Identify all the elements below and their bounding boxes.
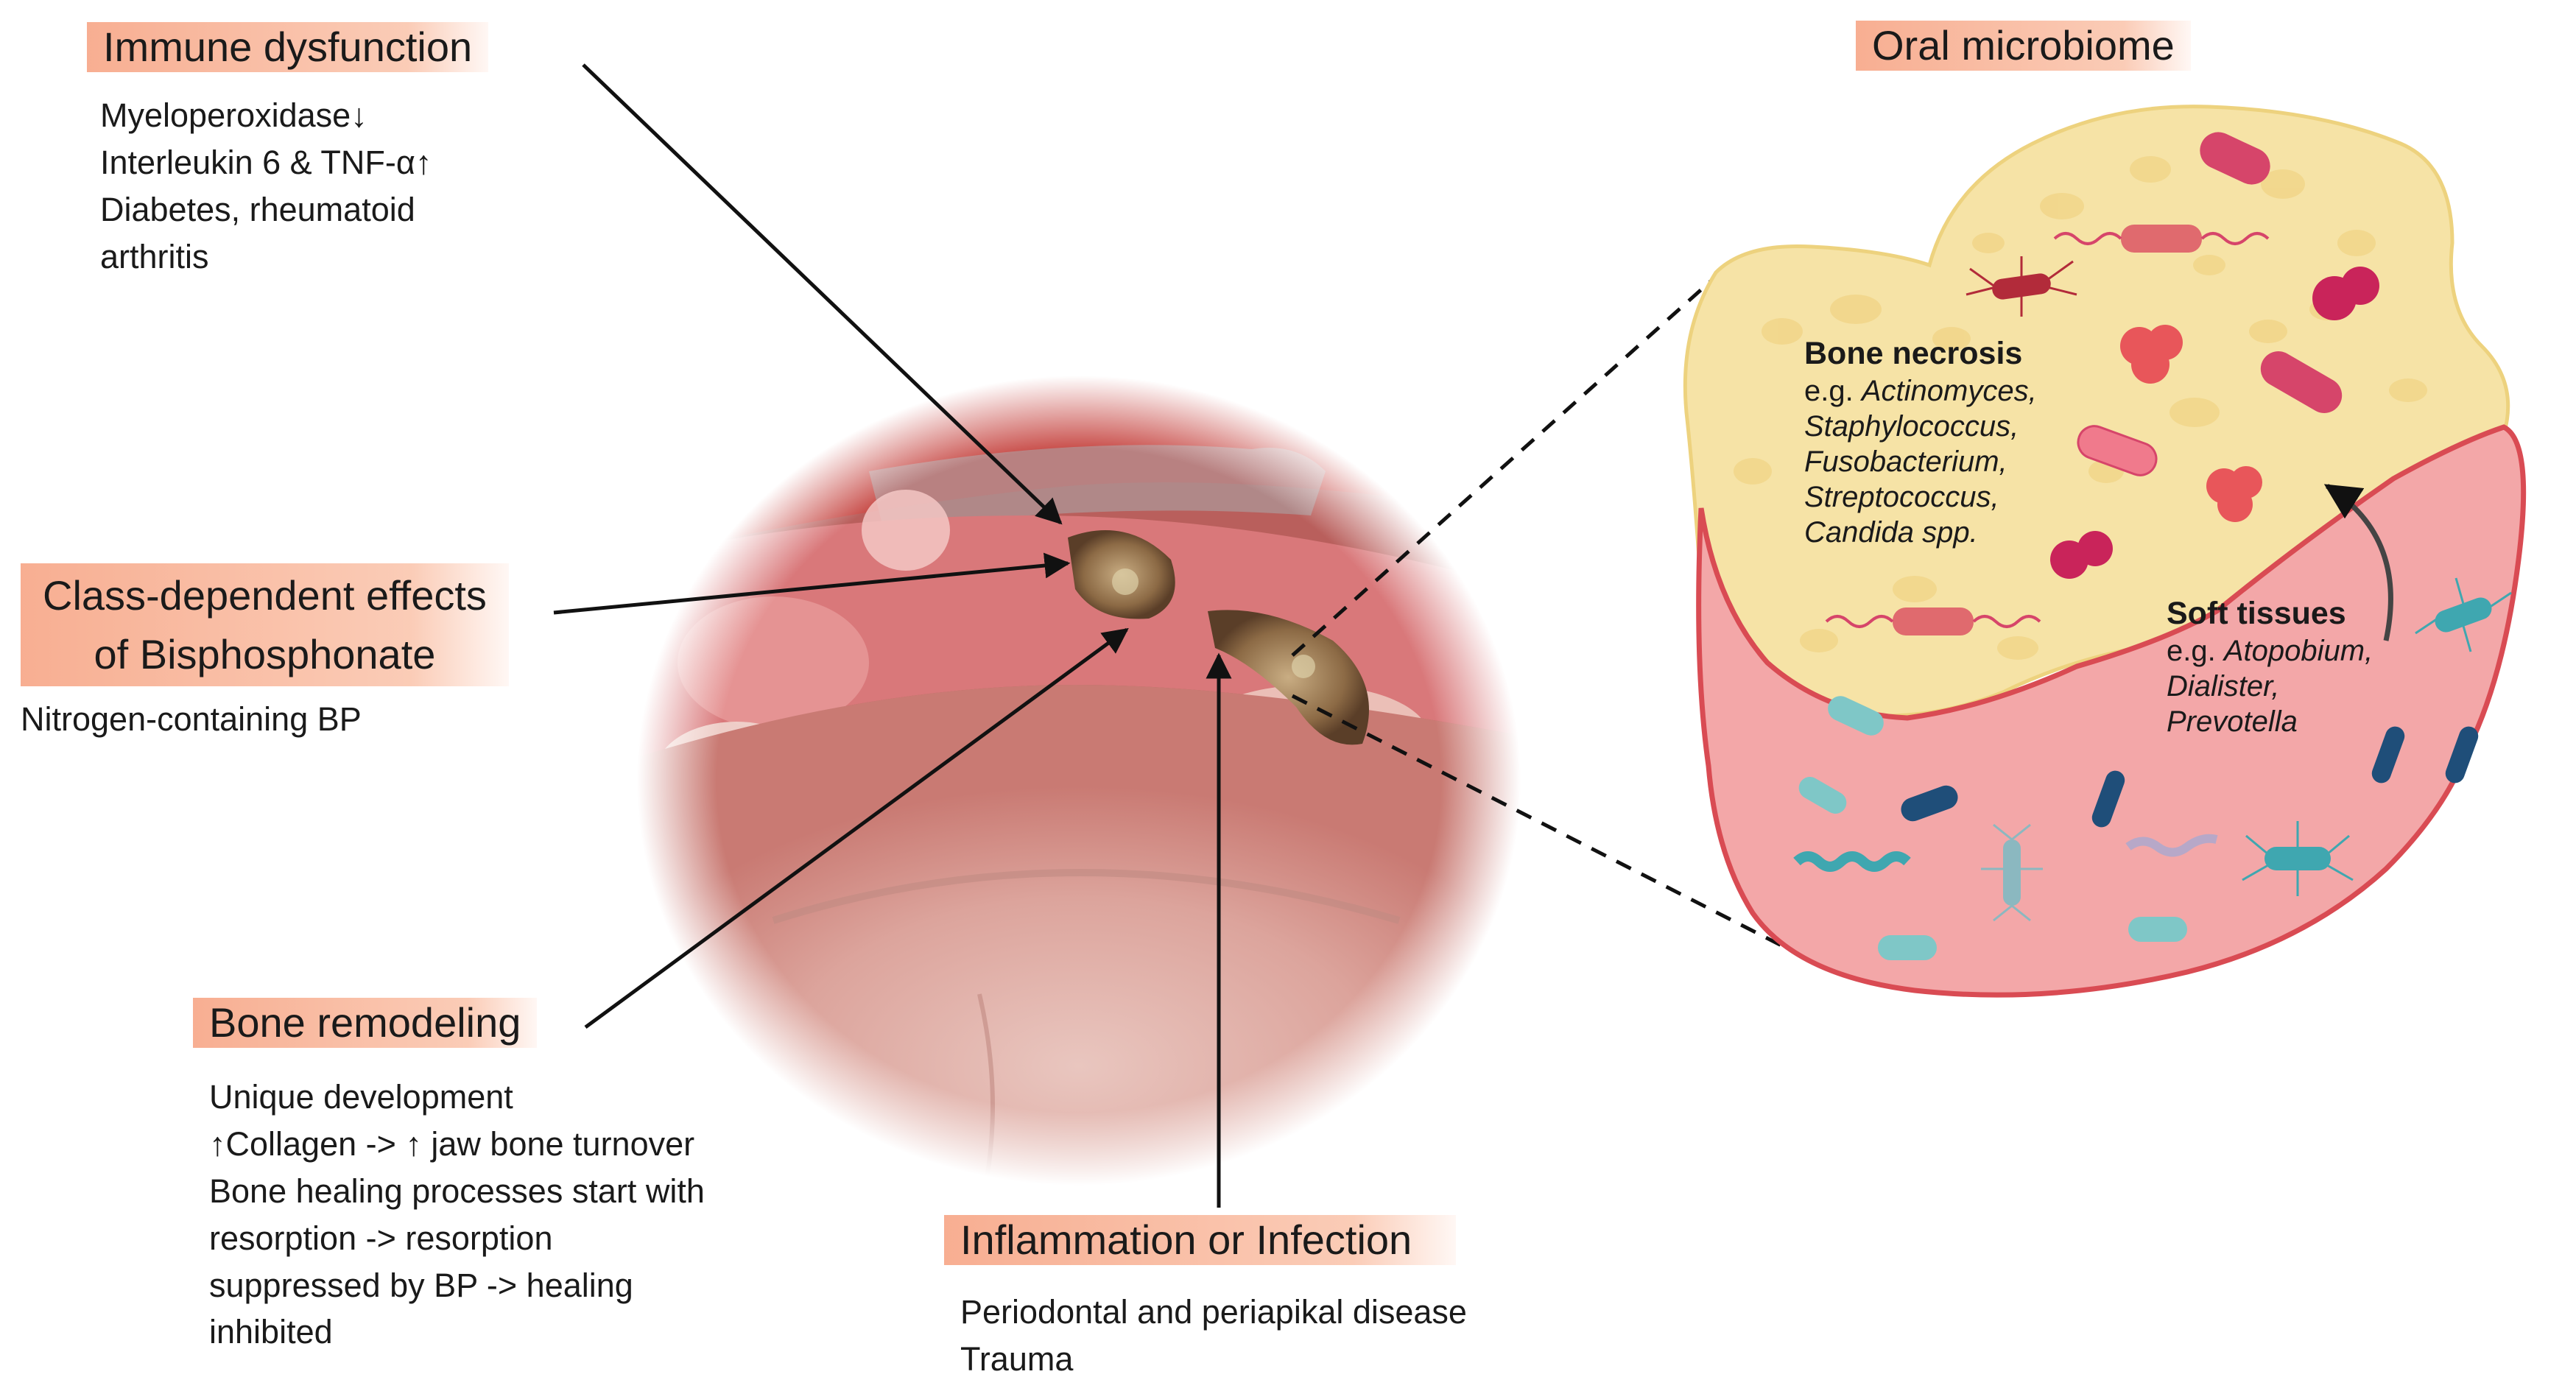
- bone-necrosis-example: e.g. Actinomyces,: [1804, 373, 2037, 409]
- bone-necrosis-example: Staphylococcus,: [1804, 409, 2037, 444]
- remodeling-line: resorption -> resorption: [209, 1219, 553, 1257]
- remodeling-line: Bone healing processes start with: [209, 1172, 705, 1210]
- soft-tissues-title: Soft tissues: [2167, 596, 2346, 631]
- bone-necrosis-example: Fusobacterium,: [1804, 444, 2037, 479]
- inflammation-line: Trauma: [960, 1339, 1074, 1378]
- bone-bacteria: [1825, 132, 2379, 635]
- soft-tissue-bacteria: [1793, 577, 2512, 960]
- transfer-arrow: [2323, 484, 2393, 641]
- zoom-line-top: [1291, 278, 1714, 657]
- immune-line: Myeloperoxidase↓: [100, 96, 367, 134]
- soft-tissues-label: Soft tissues e.g. Atopobium, Dialister, …: [2167, 595, 2373, 739]
- bone-necrosis-label: Bone necrosis e.g. Actinomyces, Staphylo…: [1804, 335, 2037, 550]
- bone-necrosis-example-text: Fusobacterium,: [1804, 445, 2007, 478]
- arrow-immune: [582, 63, 1063, 525]
- immune-line: Diabetes, rheumatoid: [100, 190, 415, 228]
- bone-necrosis-example-text: Staphylococcus,: [1804, 409, 2019, 443]
- soft-tissues-example-text: Atopobium,: [2223, 634, 2373, 667]
- bone-necrosis-example: Streptococcus,: [1804, 479, 2037, 515]
- bisphosphonate-line: Nitrogen-containing BP: [21, 700, 362, 738]
- bisphosphonate-details: Nitrogen-containing BP: [21, 696, 362, 743]
- bone-necrosis-example-text: Candida spp.: [1804, 515, 1978, 549]
- immune-details: Myeloperoxidase↓ Interleukin 6 & TNF-α↑ …: [100, 92, 432, 281]
- bisphosphonate-title: Class-dependent effects of Bisphosphonat…: [21, 563, 509, 687]
- bone-necrosis-prefix: e.g.: [1804, 374, 1854, 407]
- bone-necrosis-example-text: Streptococcus,: [1804, 480, 1999, 513]
- soft-tissues-example: e.g. Atopobium,: [2167, 633, 2373, 669]
- immune-title: Immune dysfunction: [87, 22, 489, 73]
- remodeling-line: suppressed by BP -> healing: [209, 1266, 633, 1304]
- arrow-bisphosphonate: [553, 552, 1071, 615]
- bone-necrosis-example: Candida spp.: [1804, 515, 2037, 550]
- clinical-photo: [633, 368, 1524, 1193]
- remodeling-title: Bone remodeling: [193, 998, 538, 1049]
- inflammation-details: Periodontal and periapikal disease Traum…: [960, 1289, 1467, 1383]
- immune-line: Interleukin 6 & TNF-α↑: [100, 143, 432, 181]
- soft-tissues-example: Dialister,: [2167, 669, 2373, 704]
- remodeling-line: inhibited: [209, 1313, 333, 1351]
- inflammation-line: Periodontal and periapikal disease: [960, 1293, 1467, 1331]
- remodeling-line: Unique development: [209, 1078, 513, 1116]
- bone-necrosis-example-text: Actinomyces,: [1861, 374, 2037, 407]
- bone-necrosis-title: Bone necrosis: [1804, 336, 2023, 371]
- soft-tissues-example-text: Dialister,: [2167, 669, 2280, 702]
- soft-tissues-prefix: e.g.: [2167, 634, 2216, 667]
- zoom-line-bottom: [1291, 694, 1820, 967]
- inflammation-title: Inflammation or Infection: [944, 1215, 1457, 1266]
- remodeling-details: Unique development ↑Collagen -> ↑ jaw bo…: [209, 1074, 705, 1356]
- soft-tissues-example: Prevotella: [2167, 704, 2373, 739]
- remodeling-line: ↑Collagen -> ↑ jaw bone turnover: [209, 1124, 695, 1163]
- immune-line: arthritis: [100, 237, 209, 275]
- soft-tissues-example-text: Prevotella: [2167, 705, 2298, 738]
- microbiome-title: Oral microbiome: [1856, 21, 2191, 71]
- arrow-remodeling: [584, 627, 1129, 1029]
